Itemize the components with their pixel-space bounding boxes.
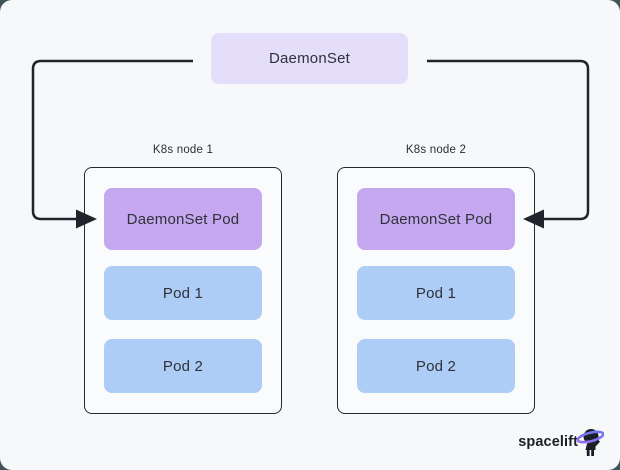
k8s-node-1-box: DaemonSet Pod Pod 1 Pod 2 (84, 167, 282, 414)
node-1-pod-1-box: Pod 1 (104, 266, 262, 320)
daemonset-controller-box: DaemonSet (211, 33, 408, 84)
daemonset-controller-label: DaemonSet (268, 50, 350, 67)
node-1-daemonset-pod-box: DaemonSet Pod (104, 188, 262, 250)
node-2-pod-1-box: Pod 1 (357, 266, 515, 320)
node-2-pod-1-label: Pod 1 (415, 284, 457, 302)
node-1-pod-1-label: Pod 1 (162, 284, 204, 302)
node-1-pod-2-label: Pod 2 (162, 357, 204, 375)
node-1-label: K8s node 1 (152, 144, 214, 156)
node-2-daemonset-pod-box: DaemonSet Pod (357, 188, 515, 250)
spacelift-astronaut-icon (577, 429, 604, 456)
node-1-daemonset-pod-label: DaemonSet Pod (126, 210, 240, 228)
node-2-pod-2-box: Pod 2 (357, 339, 515, 393)
spacelift-logo-text: spacelift (518, 434, 578, 450)
node-2-label: K8s node 2 (405, 144, 467, 156)
k8s-node-2-box: DaemonSet Pod Pod 1 Pod 2 (337, 167, 535, 414)
node-2-pod-2-label: Pod 2 (415, 357, 457, 375)
spacelift-logo: spacelift (518, 427, 604, 457)
node-1-pod-2-box: Pod 2 (104, 339, 262, 393)
node-2-daemonset-pod-label: DaemonSet Pod (379, 210, 493, 228)
